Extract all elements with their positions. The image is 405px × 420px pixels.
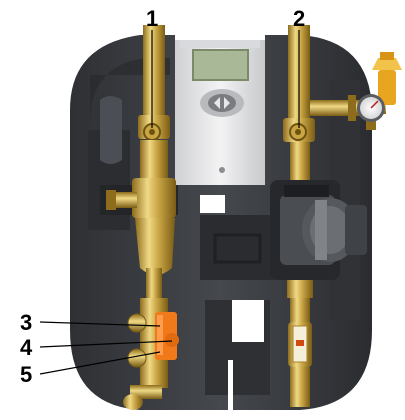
ball-valve-block bbox=[123, 298, 179, 410]
solar-controller-icon bbox=[175, 40, 265, 185]
callout-3: 3 bbox=[20, 310, 32, 335]
safety-valve-icon bbox=[372, 52, 402, 105]
callout-2: 2 bbox=[293, 6, 305, 31]
leader-line-3 bbox=[39, 321, 161, 327]
circulation-pump-icon bbox=[270, 180, 367, 280]
return-line bbox=[106, 25, 176, 298]
callout-5: 5 bbox=[20, 362, 32, 387]
flow-meter-icon bbox=[288, 322, 312, 407]
leader-line-4 bbox=[39, 340, 173, 348]
pressure-gauge-icon bbox=[357, 94, 385, 130]
leader-line-5 bbox=[39, 351, 161, 375]
leader-lines bbox=[39, 30, 300, 375]
callout-4: 4 bbox=[20, 335, 33, 360]
callout-1: 1 bbox=[146, 6, 158, 31]
